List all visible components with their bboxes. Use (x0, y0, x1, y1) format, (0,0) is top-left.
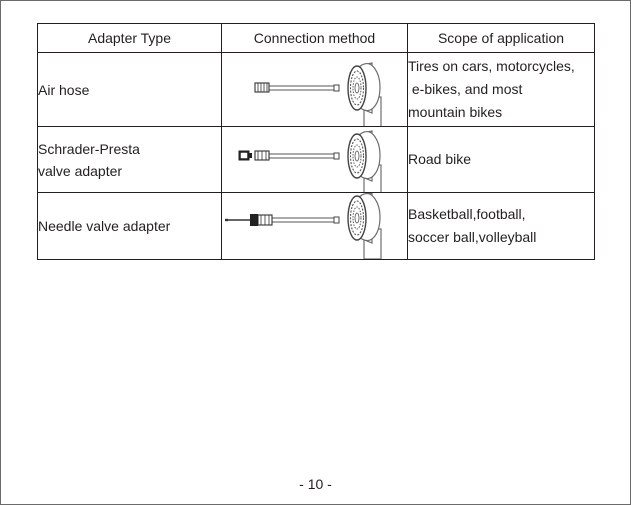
table-row: Air hose (38, 53, 595, 127)
adapter-type-cell: Needle valve adapter (38, 193, 222, 260)
adapter-type-text: valve adapter (38, 160, 221, 182)
pump-with-needle-valve-icon (222, 193, 408, 259)
header-scope-of-application: Scope of application (408, 24, 595, 53)
pump-with-air-hose-icon (222, 53, 408, 126)
table-header-row: Adapter Type Connection method Scope of … (38, 24, 595, 53)
scope-cell: Tires on cars, motorcycles, e-bikes, and… (408, 53, 595, 127)
adapter-type-cell: Air hose (38, 53, 222, 127)
table-row: Schrader-Presta valve adapter (38, 127, 595, 193)
scope-text: Basketball,football, (408, 203, 594, 226)
scope-cell: Basketball,football, soccer ball,volleyb… (408, 193, 595, 260)
connection-method-cell (222, 127, 408, 193)
scope-text: Road bike (408, 148, 594, 171)
scope-text: soccer ball,volleyball (408, 226, 594, 249)
scope-cell: Road bike (408, 127, 595, 193)
pump-with-schrader-presta-adapter-icon (222, 127, 408, 192)
header-connection-method: Connection method (222, 24, 408, 53)
table-row: Needle valve adapter (38, 193, 595, 260)
scope-text: e-bikes, and most (408, 78, 594, 101)
connection-method-cell (222, 193, 408, 260)
connection-method-cell (222, 53, 408, 127)
scope-text: mountain bikes (408, 101, 594, 124)
adapter-type-text: Needle valve adapter (38, 215, 221, 237)
header-adapter-type: Adapter Type (38, 24, 222, 53)
adapter-type-text: Schrader-Presta (38, 138, 221, 160)
scope-text: Tires on cars, motorcycles, (408, 55, 594, 78)
adapter-table: Adapter Type Connection method Scope of … (37, 23, 595, 260)
adapter-type-cell: Schrader-Presta valve adapter (38, 127, 222, 193)
page-number: - 10 - (0, 476, 631, 492)
adapter-type-text: Air hose (38, 79, 221, 101)
